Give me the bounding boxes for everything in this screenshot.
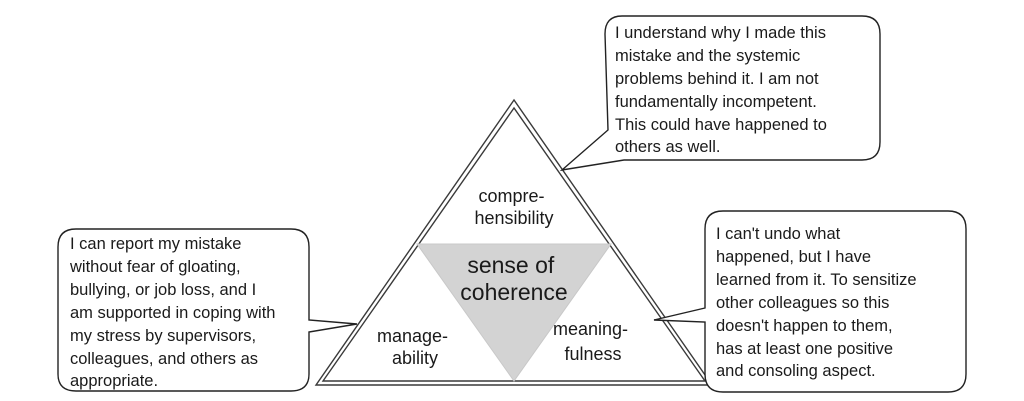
corner-label-right: meaning- fulness xyxy=(553,319,633,364)
corner-top-line-2: hensibility xyxy=(474,208,553,228)
bubble-top-right-text: I understand why I made this mistake and… xyxy=(615,24,832,156)
inner-triangle xyxy=(416,243,612,382)
corner-left-line-1: manage- xyxy=(377,326,448,346)
speech-bubble-right xyxy=(653,210,967,393)
corner-label-top: compre- hensibility xyxy=(474,186,553,228)
speech-bubble-top-right xyxy=(559,15,881,172)
corner-top-line-1: compre- xyxy=(478,186,544,206)
corner-label-left: manage- ability xyxy=(377,326,453,368)
bubble-left-text: I can report my mistake without fear of … xyxy=(69,235,280,390)
bubble-right-text: I can't undo what happened, but I have l… xyxy=(716,225,921,380)
speech-bubble-left xyxy=(57,228,358,392)
center-label: sense of coherence xyxy=(460,252,567,305)
corner-right-line-1: meaning- xyxy=(553,319,628,339)
corner-left-line-2: ability xyxy=(392,348,438,368)
center-label-line-2: coherence xyxy=(460,279,567,305)
center-label-line-1: sense of xyxy=(467,252,555,278)
corner-right-line-2: fulness xyxy=(564,344,621,364)
